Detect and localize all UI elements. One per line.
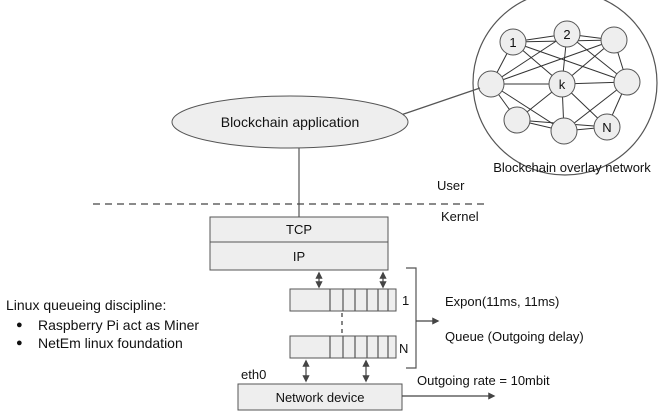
ip-box xyxy=(209,241,389,271)
ip-label: IP xyxy=(293,249,305,264)
legend-item: NetEm linux foundation xyxy=(16,334,199,352)
queue-distribution: Expon(11ms, 11ms) xyxy=(445,294,559,309)
queue-1-label: 1 xyxy=(402,293,409,308)
interface-label: eth0 xyxy=(241,367,266,382)
queue-description: Queue (Outgoing delay) xyxy=(445,329,584,344)
queue-n xyxy=(289,335,397,359)
outgoing-rate: Outgoing rate = 10mbit xyxy=(417,373,550,388)
overlay-node xyxy=(499,28,527,56)
network-device-box xyxy=(237,383,403,411)
overlay-node xyxy=(600,26,628,54)
qdisc-legend: Linux queueing discipline: Raspberry Pi … xyxy=(6,296,199,352)
node-label: 2 xyxy=(563,27,570,42)
overlay-node xyxy=(553,20,581,48)
legend-list: Raspberry Pi act as Miner NetEm linux fo… xyxy=(6,316,199,352)
network-device-label: Network device xyxy=(276,390,365,405)
node-label: k xyxy=(559,77,566,92)
tcp-label: TCP xyxy=(286,222,312,237)
overlay-caption: Blockchain overlay network xyxy=(493,160,651,175)
overlay-node xyxy=(477,70,505,98)
kernel-space-label: Kernel xyxy=(441,209,479,224)
blockchain-app-label: Blockchain application xyxy=(221,114,360,130)
queue-1 xyxy=(289,288,397,312)
overlay-node xyxy=(550,117,578,145)
node-label: 1 xyxy=(509,35,516,50)
overlay-network: 1 2 k N Blockchain overlay network xyxy=(472,0,658,176)
overlay-node xyxy=(593,113,621,141)
overlay-nodes: 1 2 k N xyxy=(477,20,641,145)
queue-bracket xyxy=(406,267,417,369)
queue-n-label: N xyxy=(399,341,408,356)
node-label: N xyxy=(602,120,611,135)
legend-item: Raspberry Pi act as Miner xyxy=(16,316,199,334)
overlay-node xyxy=(503,106,531,134)
overlay-node xyxy=(548,70,576,98)
overlay-connector xyxy=(394,87,481,118)
user-space-label: User xyxy=(437,178,465,193)
legend-title: Linux queueing discipline: xyxy=(6,297,167,313)
overlay-node xyxy=(613,68,641,96)
blockchain-app-ellipse xyxy=(171,95,409,149)
